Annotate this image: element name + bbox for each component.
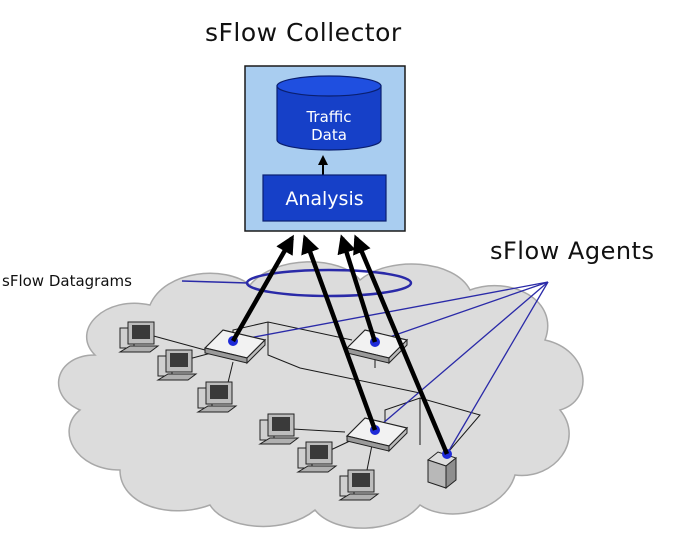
computer-icon bbox=[296, 441, 338, 473]
agents-label: sFlow Agents bbox=[490, 237, 655, 265]
agents-pointer-lines bbox=[232, 281, 549, 455]
datagrams-ellipse bbox=[245, 268, 413, 298]
traffic-data-database bbox=[276, 75, 382, 151]
traffic-data-line2: Data bbox=[311, 126, 347, 144]
computer-icon bbox=[258, 413, 300, 445]
computer-icon bbox=[156, 349, 198, 381]
datagram-arrows bbox=[231, 234, 450, 455]
datagrams-pointer-line bbox=[181, 280, 249, 284]
analysis-label: Analysis bbox=[285, 188, 364, 210]
traffic-data-line1: Traffic bbox=[306, 108, 352, 126]
collector-title: sFlow Collector bbox=[205, 18, 402, 47]
server-icon bbox=[426, 451, 458, 490]
computer-icon bbox=[196, 381, 238, 413]
datagrams-label: sFlow Datagrams bbox=[2, 272, 132, 290]
traffic-data-label: Traffic Data bbox=[285, 108, 373, 144]
computer-icon bbox=[338, 469, 380, 501]
analysis-block bbox=[262, 174, 387, 222]
computer-icon bbox=[118, 321, 160, 353]
network-cloud bbox=[58, 261, 584, 529]
